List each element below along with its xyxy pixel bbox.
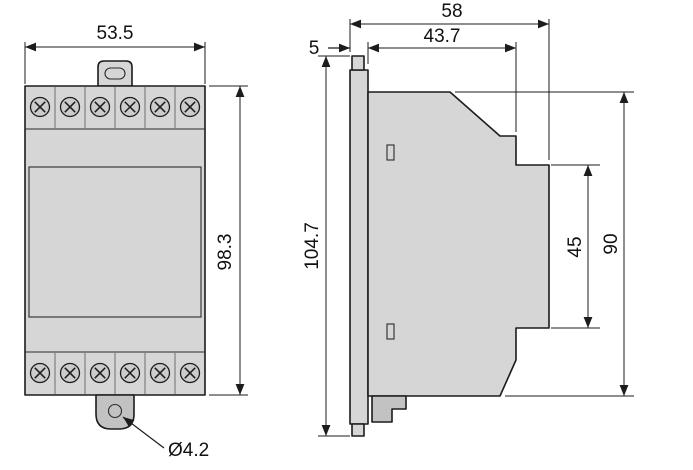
- side-body-depth-dimension: 43.7: [368, 26, 517, 132]
- front-terminal-dividers: [54, 87, 176, 394]
- terminal-screw: [29, 96, 51, 118]
- front-height-label: 98.3: [215, 234, 236, 271]
- side-bottom-mounting-tab: [351, 423, 365, 437]
- side-total-height-label: 104.7: [302, 222, 323, 270]
- terminal-screw: [59, 362, 81, 384]
- front-bottom-din-clip: [95, 394, 135, 430]
- terminal-screw: [119, 362, 141, 384]
- side-rear-plate-depth-label: 5: [309, 38, 320, 59]
- front-top-mounting-tab: [97, 60, 133, 87]
- front-width-label: 53.5: [97, 23, 134, 44]
- side-top-mounting-tab: [351, 55, 365, 71]
- front-view: 53.5 98.3 Ø4.2: [24, 23, 248, 461]
- front-height-dimension: 98.3: [209, 85, 248, 396]
- terminal-screw: [89, 362, 111, 384]
- terminal-screw: [179, 362, 201, 384]
- front-panel-inset: [28, 166, 202, 318]
- side-module-body-profile: [367, 91, 550, 397]
- side-body-height-dimension: 90: [455, 91, 634, 397]
- side-total-depth-dimension: 58: [349, 1, 550, 160]
- front-hole-diameter-label: Ø4.2: [168, 440, 209, 461]
- terminal-screw: [29, 362, 51, 384]
- side-body-height-label: 90: [601, 233, 622, 254]
- side-din-clip-foot: [371, 395, 407, 423]
- side-view: 58 5 43.7 104.7 45: [302, 1, 634, 437]
- side-total-height-dimension: 104.7: [302, 55, 350, 437]
- terminal-screw: [59, 96, 81, 118]
- terminal-screw: [119, 96, 141, 118]
- side-front-section-height-label: 45: [565, 236, 586, 257]
- side-total-depth-label: 58: [441, 1, 462, 22]
- front-clip-mounting-hole: [107, 403, 123, 419]
- front-hole-diameter-callout: Ø4.2: [122, 416, 209, 461]
- side-latch-slot-bottom: [386, 323, 395, 340]
- front-top-tab-slot: [104, 67, 126, 80]
- side-front-section-height-dimension: 45: [551, 164, 600, 329]
- terminal-screw: [149, 362, 171, 384]
- side-body-depth-label: 43.7: [424, 26, 461, 47]
- side-rear-plate: [349, 69, 369, 425]
- terminal-screw: [89, 96, 111, 118]
- front-width-dimension: 53.5: [24, 23, 206, 84]
- terminal-screw: [179, 96, 201, 118]
- terminal-screw: [149, 96, 171, 118]
- front-module-body: [24, 85, 206, 396]
- side-latch-slot-top: [386, 144, 395, 161]
